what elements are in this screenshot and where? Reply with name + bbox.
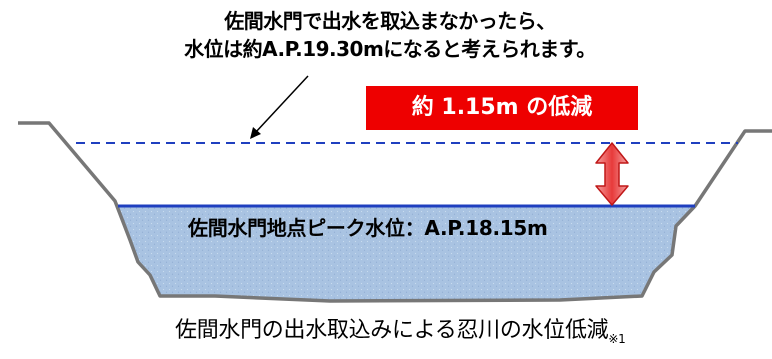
reduction-label: 約 1.15m の低減 [411,95,593,120]
peak-water-level-label: 佐間水門地点ピーク水位：A.P.18.15m [188,216,548,240]
riverbank-outline [18,121,772,303]
callout-pointer-arrowhead [250,127,261,139]
callout-line-2: 水位は約A.P.19.30mになると考えられます。 [184,37,596,61]
caption-note: ※1 [608,332,626,346]
callout-text: 佐間水門で出水を取込まなかったら、 水位は約A.P.19.30mになると考えられ… [130,7,650,63]
diagram-caption: 佐間水門の出水取込みによる忍川の水位低減※1 [175,314,772,356]
callout-line-1: 佐間水門で出水を取込まなかったら、 [224,9,556,33]
caption-text: 佐間水門の出水取込みによる忍川の水位低減 [175,318,609,343]
reduction-label-box: 約 1.15m の低減 [366,86,638,130]
reduction-double-arrow [595,142,629,206]
callout-pointer-line [254,75,309,134]
